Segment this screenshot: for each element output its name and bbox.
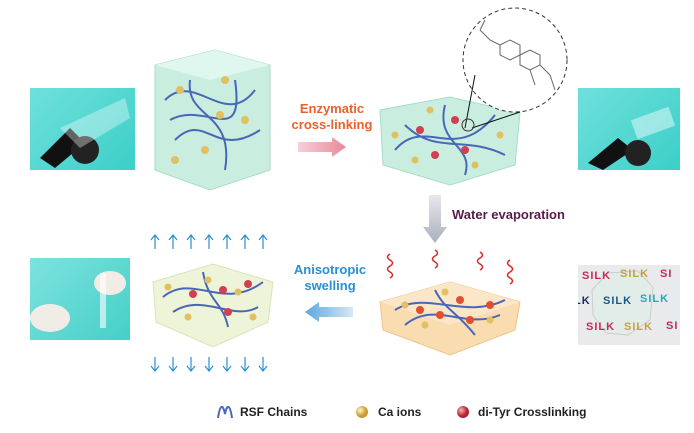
photo-stretched-film bbox=[30, 258, 130, 340]
arrow-left-icon bbox=[305, 302, 353, 322]
silk-text: SILK bbox=[620, 268, 650, 280]
photo-vial-solution bbox=[30, 88, 135, 170]
silk-text: SI bbox=[666, 320, 679, 332]
silk-solution-box bbox=[154, 49, 271, 191]
crosslinked-hydrogel-box bbox=[379, 96, 521, 186]
legend-rsf-chains: RSF Chains bbox=[240, 405, 308, 419]
photo-vial-gel bbox=[578, 88, 680, 170]
rsf-chain-icon bbox=[217, 406, 233, 419]
dried-film-box bbox=[379, 281, 521, 356]
di-tyrosine-structure-inset bbox=[461, 7, 568, 132]
photo-transparent-film-silk: SILK SILK SI LK SILK SILK SILK SILK SI bbox=[578, 265, 680, 345]
di-tyr-crosslink-icon bbox=[457, 406, 469, 418]
up-arrows-icon bbox=[150, 234, 268, 249]
anisotropic-swelling-label: Anisotropic swelling bbox=[293, 262, 367, 293]
silk-text: SILK bbox=[640, 293, 670, 305]
silk-text: SILK bbox=[582, 270, 612, 282]
ca-ion-icon bbox=[356, 406, 368, 418]
silk-text: SILK bbox=[603, 295, 633, 307]
silk-text: SILK bbox=[624, 321, 654, 333]
silk-text: LK bbox=[578, 295, 591, 307]
swollen-hydrogel-box bbox=[152, 263, 274, 348]
arrow-down-icon bbox=[423, 195, 447, 243]
water-evaporation-label: Water evaporation bbox=[452, 207, 565, 222]
heat-waves-icon bbox=[386, 249, 514, 285]
legend-ca-ions: Ca ions bbox=[378, 405, 422, 419]
legend-di-tyr-crosslinking: di-Tyr Crosslinking bbox=[478, 405, 587, 419]
enzymatic-crosslinking-label: Enzymatic cross-linking bbox=[291, 101, 373, 132]
arrow-right-icon bbox=[298, 137, 346, 157]
silk-text: SI bbox=[660, 268, 673, 280]
down-arrows-icon bbox=[150, 357, 268, 372]
silk-text: SILK bbox=[586, 321, 616, 333]
